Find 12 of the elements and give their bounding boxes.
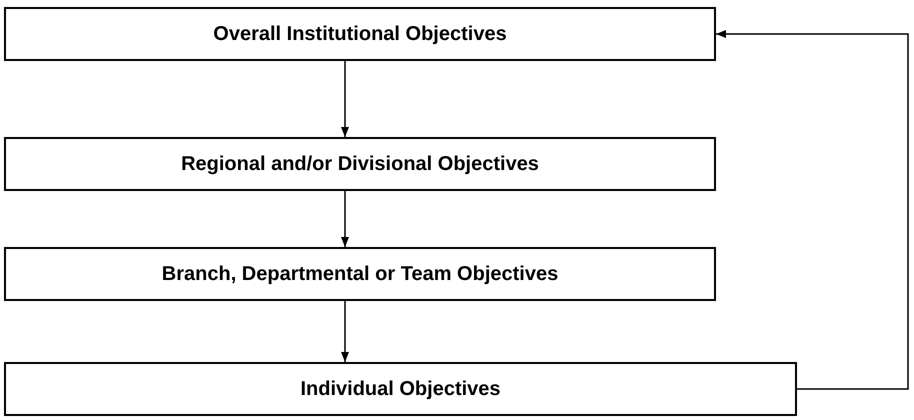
box-label: Regional and/or Divisional Objectives [181, 152, 539, 177]
objective-box [4, 7, 716, 61]
arrow [716, 30, 909, 390]
box-label: Branch, Departmental or Team Objectives [162, 262, 558, 287]
arrow [341, 191, 349, 247]
arrow [341, 301, 349, 362]
box-label: Individual Objectives [300, 377, 501, 402]
arrow [341, 61, 349, 137]
objective-box [4, 362, 797, 416]
box-label: Overall Institutional Objectives [213, 22, 507, 47]
objective-box [4, 137, 716, 191]
objective-box [4, 247, 716, 301]
